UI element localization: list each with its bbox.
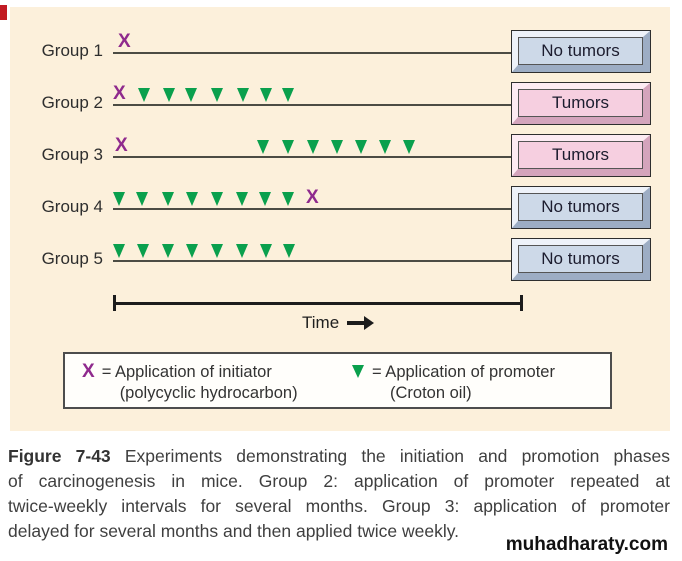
time-axis-end-tick <box>520 295 523 311</box>
caption-line-3: twice-weekly intervals for several month… <box>8 496 670 516</box>
initiator-x-icon: X <box>306 187 319 208</box>
time-axis-start-tick <box>113 295 116 311</box>
time-label-text: Time <box>302 313 340 332</box>
legend-initiator-line1: = Application of initiator <box>101 363 272 381</box>
arrow-shaft <box>347 321 365 325</box>
outcome-label: No tumors <box>518 193 643 221</box>
outcome-box-bevel: Tumors <box>512 135 650 176</box>
group-label: Group 2 <box>41 93 103 112</box>
promoter-triangle-icon <box>259 192 271 206</box>
figure-caption: Figure 7-43 Experiments demonstrating th… <box>8 444 670 544</box>
promoter-triangle-icon <box>113 244 125 258</box>
legend-promoter-line2: (Croton oil) <box>390 384 472 402</box>
caption-line-4: delayed for several months and then appl… <box>8 521 460 541</box>
promoter-triangle-icon <box>379 140 391 154</box>
group-label: Group 1 <box>41 41 103 60</box>
promoter-triangle-icon <box>237 88 249 102</box>
promoter-triangle-icon <box>355 140 367 154</box>
promoter-triangle-icon <box>331 140 343 154</box>
right-arrow-icon <box>347 316 375 330</box>
outcome-box-bevel: No tumors <box>512 187 650 228</box>
group-label: Group 5 <box>41 249 103 268</box>
outcome-box-bevel: Tumors <box>512 83 650 124</box>
promoter-triangle-icon <box>185 88 197 102</box>
promoter-triangle-icon <box>162 192 174 206</box>
timeline-line <box>113 104 511 106</box>
promoter-triangle-icon <box>136 192 148 206</box>
promoter-triangle-icon <box>236 192 248 206</box>
promoter-triangle-icon <box>162 244 174 258</box>
promoter-triangle-icon <box>211 244 223 258</box>
legend-entry-promoter: = Application of promoter (Croton oil) <box>352 362 555 404</box>
promoter-triangle-icon <box>257 140 269 154</box>
promoter-triangle-icon <box>282 88 294 102</box>
promoter-triangle-icon <box>307 140 319 154</box>
promoter-triangle-icon <box>282 192 294 206</box>
caption-line-2: of carcinogenesis in mice. Group 2: appl… <box>8 471 670 491</box>
caption-line-1-text: Experiments demonstrating the initiation… <box>124 446 670 466</box>
group-label: Group 4 <box>41 197 103 216</box>
timeline-line <box>113 156 511 158</box>
initiator-x-icon: X <box>113 83 126 104</box>
caption-line-1: Figure 7-43 Experiments demonstrating th… <box>8 444 670 469</box>
legend-promoter-line1: = Application of promoter <box>372 363 555 381</box>
promoter-triangle-icon <box>186 244 198 258</box>
promoter-triangle-icon <box>186 192 198 206</box>
page-edge-red-mark <box>0 5 7 20</box>
promoter-triangle-icon <box>163 88 175 102</box>
legend-entry-initiator: X = Application of initiator (polycyclic… <box>82 362 298 404</box>
outcome-box: Tumors <box>511 134 651 177</box>
group-label: Group 3 <box>41 145 103 164</box>
timeline-line <box>113 260 511 262</box>
promoter-triangle-icon <box>113 192 125 206</box>
outcome-box-bevel: No tumors <box>512 239 650 280</box>
legend-initiator-line2: (polycyclic hydrocarbon) <box>119 384 298 402</box>
initiator-x-icon: X <box>115 135 128 156</box>
outcome-label: No tumors <box>518 245 643 273</box>
arrow-head <box>364 316 375 330</box>
outcome-box: No tumors <box>511 30 651 73</box>
outcome-label: Tumors <box>518 141 643 169</box>
promoter-triangle-icon <box>260 88 272 102</box>
timeline-line <box>113 52 511 54</box>
promoter-triangle-icon <box>236 244 248 258</box>
outcome-label: No tumors <box>518 37 643 65</box>
promoter-triangle-icon <box>260 244 272 258</box>
legend-promoter-text: = Application of promoter (Croton oil) <box>372 362 555 404</box>
promoter-triangle-icon <box>211 192 223 206</box>
promoter-triangle-icon <box>403 140 415 154</box>
promoter-triangle-icon <box>137 244 149 258</box>
time-axis-line <box>115 302 522 305</box>
promoter-triangle-icon <box>211 88 223 102</box>
legend-box: X = Application of initiator (polycyclic… <box>63 352 612 409</box>
promoter-triangle-icon <box>282 140 294 154</box>
legend-initiator-text: = Application of initiator (polycyclic h… <box>102 362 298 404</box>
outcome-box: Tumors <box>511 82 651 125</box>
promoter-triangle-icon <box>283 244 295 258</box>
initiator-x-icon: X <box>118 31 131 52</box>
time-axis-label: Time <box>302 313 375 333</box>
timeline-line <box>113 208 511 210</box>
promoter-triangle-icon <box>352 365 364 378</box>
outcome-box-bevel: No tumors <box>512 31 650 72</box>
outcome-label: Tumors <box>518 89 643 117</box>
figure-number: Figure 7-43 <box>8 446 111 466</box>
outcome-box: No tumors <box>511 238 651 281</box>
initiator-x-icon: X <box>82 361 95 382</box>
promoter-triangle-icon <box>138 88 150 102</box>
outcome-box: No tumors <box>511 186 651 229</box>
watermark-text: muhadharaty.com <box>505 534 668 555</box>
